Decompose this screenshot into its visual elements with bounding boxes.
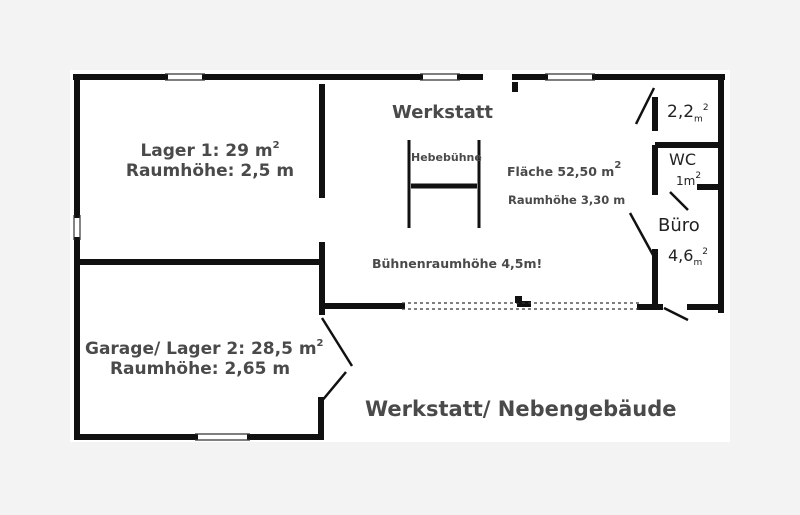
wc-area: 1m2 — [676, 171, 702, 188]
wall-marker — [512, 82, 518, 92]
building-title: Werkstatt/ Nebengebäude — [365, 397, 677, 421]
small-room-area: 2,2m2 — [667, 104, 709, 124]
werkstatt-area-text: Fläche 52,50 m — [507, 164, 615, 179]
werkstatt-title: Werkstatt — [392, 102, 493, 123]
wc-area-exp: 2 — [695, 171, 702, 181]
werkstatt-area: Fläche 52,50 m2 — [507, 160, 621, 179]
buero-exp: 2 — [702, 247, 708, 257]
lager1-label: Lager 1: 29 m2 Raumhöhe: 2,5 m — [110, 140, 310, 181]
doors — [320, 87, 689, 403]
lager1-name: Lager 1: 29 m — [140, 141, 273, 161]
plan-paper — [70, 70, 730, 442]
wall-marker — [515, 296, 522, 303]
lift-label: Hebebühne — [411, 151, 482, 164]
small-room-exp: 2 — [702, 103, 709, 113]
lager1-height: Raumhöhe: 2,5 m — [125, 160, 295, 181]
garage-name: Garage/ Lager 2: 28,5 m — [85, 339, 317, 359]
werkstatt-height: Raumhöhe 3,30 m — [508, 193, 626, 207]
garage-label: Garage/ Lager 2: 28,5 m2 Raumhöhe: 2,65 … — [85, 338, 324, 379]
garage-exp: 2 — [316, 338, 324, 349]
lager1-exp: 2 — [272, 140, 280, 151]
garage-height: Raumhöhe: 2,65 m — [109, 358, 291, 379]
walls — [73, 74, 725, 440]
buero-area: 4,6m2 — [668, 248, 708, 268]
werkstatt-area-exp: 2 — [614, 160, 622, 171]
buero-area-value: 4,6 — [668, 246, 694, 265]
buero-label: Büro — [658, 215, 700, 236]
wc-area-value: 1m — [676, 174, 696, 188]
small-room-area-value: 2,2 — [667, 102, 695, 122]
car-lift-symbol — [407, 140, 481, 228]
windows — [73, 73, 640, 441]
wc-label: WC — [669, 150, 696, 169]
lift-height: Bühnenraumhöhe 4,5m! — [372, 256, 543, 271]
small-room-unit: m — [694, 114, 703, 125]
buero-unit: m — [693, 258, 703, 269]
